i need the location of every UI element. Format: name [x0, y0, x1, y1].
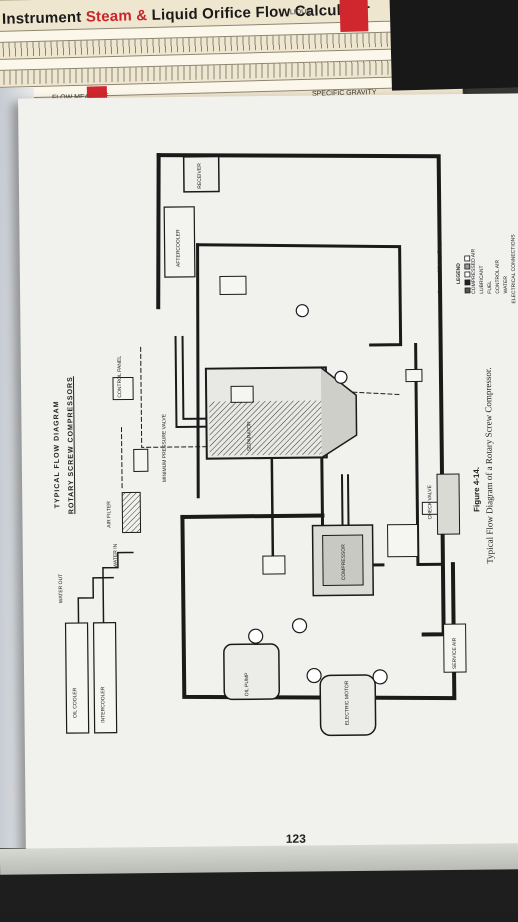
- check-valve-assembly: [436, 473, 461, 535]
- oil-cooler-label: OIL COOLER: [72, 687, 79, 719]
- flow-diagram: [64, 153, 471, 737]
- pressure-gauges: [248, 304, 388, 685]
- control-line: [140, 346, 223, 448]
- legend-heading: LEGEND: [455, 263, 462, 285]
- control-line: [120, 427, 123, 489]
- aftercooler-pipe: [414, 342, 445, 566]
- water-line: [102, 551, 134, 624]
- legend-item: CONTROL AIR: [494, 259, 502, 294]
- water-loop-pipe: [180, 513, 325, 519]
- oil-reservoir: [223, 643, 281, 701]
- intercooler: [92, 622, 118, 734]
- book: TYPICAL FLOW DIAGRAM ROTARY SCREW COMPRE…: [0, 88, 518, 868]
- figure-number: Figure 4-14.: [471, 466, 482, 512]
- diagram-title: TYPICAL FLOW DIAGRAM: [53, 400, 62, 509]
- valves: [112, 275, 467, 673]
- minimum-pressure-label: MINIMUM PRESSURE VALVE: [161, 413, 169, 483]
- discharge-pipe: [156, 153, 446, 637]
- service-air-pipe: [196, 243, 403, 347]
- diagram-subtitle: ROTARY SCREW COMPRESSORS: [66, 376, 76, 515]
- book-page: TYPICAL FLOW DIAGRAM ROTARY SCREW COMPRE…: [18, 93, 518, 859]
- water-line: [77, 576, 114, 624]
- water-out-label: WATER OUT: [58, 573, 65, 604]
- aftercooler-label: AFTERCOOLER: [175, 229, 182, 267]
- calculator-red-window: [339, 0, 369, 32]
- receiver-label: RECEIVER: [196, 163, 203, 189]
- compressor: [311, 524, 375, 597]
- page-number: 123: [285, 831, 306, 846]
- courtesy-note: Courtesy of Quincy Compressor: [437, 229, 444, 295]
- legend-item: ELECTRICAL CONNECTIONS: [510, 234, 518, 304]
- electric-motor-label: ELECTRIC MOTOR: [344, 680, 351, 726]
- service-air-pipe: [196, 243, 200, 499]
- receiver: [182, 155, 220, 193]
- water-in-label: WATER IN: [112, 543, 119, 568]
- electric-motor: [319, 674, 377, 737]
- legend-item: FUEL: [486, 280, 494, 294]
- control-panel-label: CONTROL PANEL: [116, 355, 124, 398]
- inlet-valve: [133, 448, 149, 472]
- air-filter: [121, 491, 142, 534]
- book-bottom-edge: [0, 843, 518, 875]
- air-filter-label: AIR FILTER: [106, 501, 113, 528]
- aftercooler: [163, 206, 196, 278]
- figure-caption: Typical Flow Diagram of a Rotary Screw C…: [482, 367, 495, 564]
- compressor-label: COMPRESSOR: [340, 544, 348, 581]
- legend-item: COMPRESSED AIR: [470, 248, 478, 294]
- separator-tank: [204, 366, 358, 460]
- check-valve-label: CHECK VALVE: [427, 485, 434, 520]
- separator-label: SEPARATOR: [246, 421, 253, 452]
- legend-item: WATER: [502, 276, 510, 294]
- intercooler-label: INTERCOOLER: [100, 686, 107, 723]
- oil-pump-label: OIL PUMP: [244, 672, 251, 697]
- calculator-shadow: [389, 0, 518, 91]
- discharge-pipe: [156, 153, 161, 310]
- legend-item: LUBRICANT: [478, 265, 486, 294]
- legend-swatches: [464, 255, 471, 294]
- calculator-liquid-label: LIQUID: [289, 8, 314, 17]
- service-air-label: SERVICE AIR: [451, 637, 459, 670]
- oil-cooler: [64, 622, 90, 734]
